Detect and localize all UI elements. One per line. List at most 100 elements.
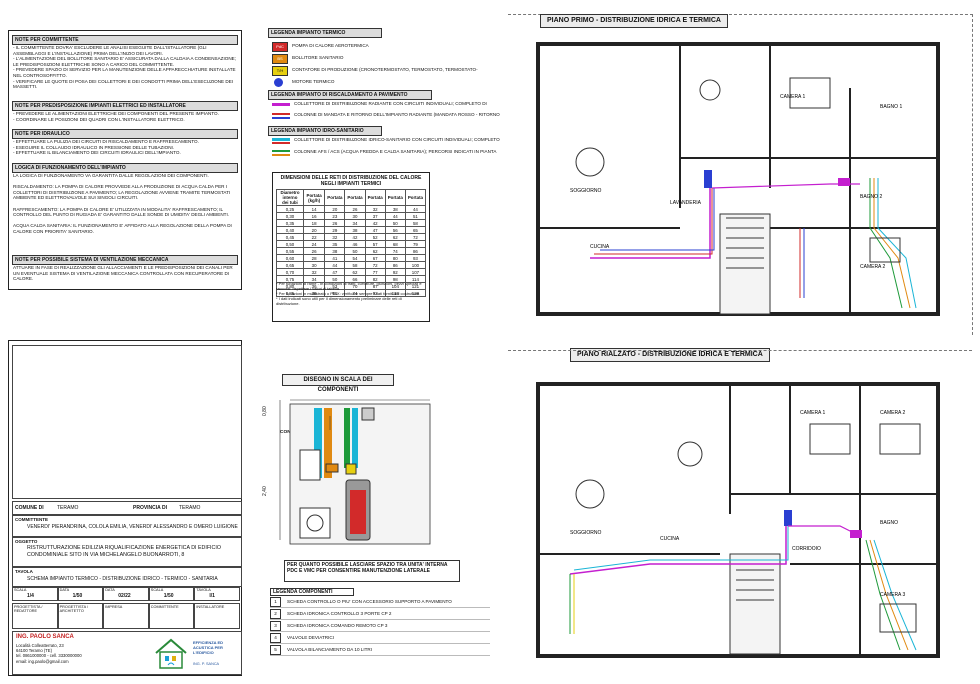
table-cell: 0,50 (276, 240, 304, 248)
table-cell: 0,45 (276, 233, 304, 241)
room-label: BAGNO 1 (880, 104, 902, 110)
floor-plan-top: CAMERA 1 BAGNO 1 BAGNO 2 CAMERA 2 SOGGIO… (536, 42, 940, 316)
room-label: SOGGIORNO (570, 530, 602, 536)
dim-height-label: 2,40 (262, 486, 268, 496)
component-legend-text: SCHEDA IDRONICA CONTROLLO 3 PORTE CP 2 (287, 611, 392, 616)
notes-supply-text: - IL COMMITTENTE DOVRA' ESCLUDERE LE ANA… (13, 45, 236, 90)
table-cell: 47 (364, 226, 386, 234)
plan-bottom-title: PIANO RIALZATO - DISTRIBUZIONE IDRICA E … (570, 348, 770, 362)
table-cell: 35 (324, 240, 346, 248)
table-cell: 92 (384, 268, 406, 276)
tavola-value: SCHEMA IMPIANTO TERMICO - DISTRIBUZIONE … (27, 576, 218, 582)
notes-electric-header: NOTE PER PREDISPOSIZIONE IMPIANTI ELETTR… (12, 101, 238, 111)
table-cell: 34 (344, 219, 366, 227)
component-legend-text: VALVOLE DEVIATRICI (287, 635, 334, 640)
table-cell: 79 (404, 240, 427, 248)
plan-top-title: PIANO PRIMO - DISTRIBUZIONE IDRICA E TER… (540, 14, 728, 28)
hydro-acs-icon (272, 154, 290, 156)
table-cell: 32 (364, 205, 386, 213)
table-cell: 42 (344, 233, 366, 241)
table-cell: 46 (344, 240, 366, 248)
plan-bottom-frame (508, 350, 972, 677)
notes-panel: NOTE PER COMMITTENTE - IL COMMITTENTE DO… (8, 30, 242, 290)
table-cell: 26 (302, 247, 326, 255)
pipe-table-box: DIMENSIONI DELLE RETI DI DISTRIBUZIONE D… (272, 172, 430, 322)
legend-floor-item: COLONNE DI MANDATA E RITORNO DELL'IMPIAN… (294, 112, 500, 118)
table-cell: 58 (344, 261, 366, 269)
hydro-collector-icon (272, 138, 290, 141)
table-cell: 32 (302, 268, 326, 276)
notes-supply-header: NOTE PER COMMITTENTE (12, 35, 238, 45)
table-cell: 128 (404, 289, 427, 297)
table-cell: 47 (324, 268, 346, 276)
component-legend-title: LEGENDA COMPONENTI (270, 588, 354, 596)
notes-supply-section: NOTE PER COMMITTENTE - IL COMMITTENTE DO… (12, 35, 238, 93)
logic-text: LA LOGICA DI FUNZIONAMENTO VA GARANTITA … (13, 173, 232, 234)
boiler-icon: BS (272, 54, 288, 64)
legend-panel: LEGENDA IMPIANTO TERMICO PdC POMPA DI CA… (268, 28, 504, 178)
tavola-box: TAVOLA SCHEMA IMPIANTO TERMICO - DISTRIB… (12, 567, 242, 587)
hydro-hot-icon (272, 142, 290, 144)
table-cell: 67 (364, 254, 386, 262)
table-cell: 58 (404, 219, 427, 227)
table-cell: 86 (384, 261, 406, 269)
plan-top-frame (508, 14, 973, 335)
firm-name: ING. PAOLO SANCA (16, 634, 74, 640)
table-header-cell: Diametro interno dei tubi (276, 189, 304, 206)
vent-header: NOTE PER POSSIBILE SISTEMA DI VENTILAZIO… (12, 255, 238, 265)
table-cell: 0,30 (276, 212, 304, 220)
component-legend-number: 4 (270, 632, 281, 643)
vent-section: NOTE PER POSSIBILE SISTEMA DI VENTILAZIO… (12, 255, 238, 289)
supply-line-icon (272, 113, 290, 115)
table-cell: 16 (302, 212, 326, 220)
hydro-cold-icon (272, 150, 290, 152)
signature-cell: PROGETTISTA / ARCHITETTO (57, 603, 104, 629)
thermostat-icon: T/H (272, 66, 288, 76)
component-legend-item: 2 SCHEDA IDRONICA CONTROLLO 3 PORTE CP 2 (270, 608, 490, 620)
legend-hydro-header: LEGENDA IMPIANTO IDRO-SANITARIO (268, 126, 382, 136)
signature-row: PROGETTISTA / REDATTORE PROGETTISTA / AR… (12, 603, 240, 629)
table-header-cell: Portata (324, 189, 346, 206)
notes-hydraulic-section: NOTE PER IDRAULICO - EFFETTUARE LA PULIZ… (12, 129, 238, 159)
table-cell: 54 (344, 254, 366, 262)
table-cell: 62 (344, 268, 366, 276)
table-cell: 0,35 (276, 219, 304, 227)
room-label: CAMERA 1 (780, 94, 806, 100)
legend-hydro-item: COLLETTORE DI DISTRIBUZIONE IDRICO-SANIT… (294, 137, 500, 143)
legend-thermal-header: LEGENDA IMPIANTO TERMICO (268, 28, 382, 38)
table-cell: 23 (324, 212, 346, 220)
room-label: CUCINA (590, 244, 610, 250)
table-cell: 0,60 (276, 254, 304, 262)
component-legend-number: 2 (270, 608, 281, 619)
table-cell: 0,40 (276, 226, 304, 234)
oggetto-label: OGGETTO (15, 539, 38, 544)
table-notes: * Per tubazioni di rame - In condizioni … (276, 281, 422, 306)
room-label: CORRIDOIO (792, 546, 821, 552)
table-cell: 50 (344, 247, 366, 255)
table-cell: 20 (302, 226, 326, 234)
table-cell: 100 (404, 261, 427, 269)
table-header-cell: Portata (kg/h) (302, 189, 326, 206)
room-label: SOGGIORNO (570, 188, 602, 194)
signature-cell: COMMITTENTE (148, 603, 195, 629)
room-label: CAMERA 2 (860, 264, 886, 270)
table-cell: 38 (324, 247, 346, 255)
committente-label: COMMITTENTE (15, 517, 48, 522)
logic-header: LOGICA DI FUNZIONAMENTO DELL'IMPIANTO (12, 163, 238, 173)
heat-pump-icon: PdC (272, 42, 288, 52)
table-cell: 44 (384, 212, 406, 220)
table-cell: 52 (364, 233, 386, 241)
table-cell: 14 (302, 205, 326, 213)
legend-thermal-item: BOLLITORE SANITARIO (292, 55, 344, 60)
component-legend-text: SCHEDA IDRONICA COMANDO REMOTO CP 3 (287, 623, 388, 628)
